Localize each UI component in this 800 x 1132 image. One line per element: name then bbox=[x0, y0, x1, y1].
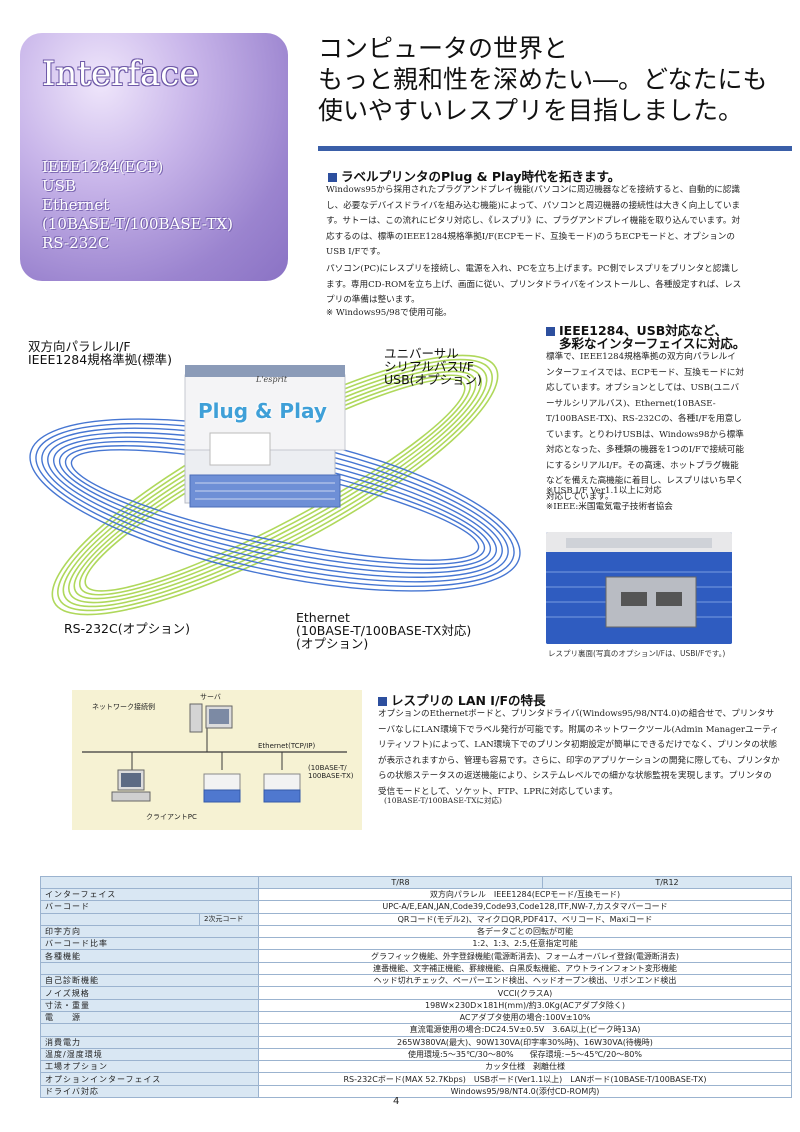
section1-note: ※ Windows95/98で使用可能。 bbox=[326, 308, 452, 318]
table-row: 連番機能、文字補正機能、罫線機能、白黒反転機能、アウトラインフォント変形機能 bbox=[40, 961, 792, 976]
network-diagram bbox=[82, 703, 347, 803]
table-row: インターフェイス双方向パラレル IEEE1284(ECPモード/互換モード) bbox=[40, 887, 792, 902]
ethernet-spec-label: (10BASE-T/100BASE-TX) bbox=[308, 764, 354, 780]
table-row: 各種機能グラフィック機能、外字登録機能(電源断消去)、フォームオーバレイ登録(電… bbox=[40, 949, 792, 963]
model-header: T/R12 bbox=[542, 876, 792, 889]
interface-item: USB bbox=[42, 177, 76, 195]
table-row: 自己診断機能ヘッド切れチェック、ペーパーエンド検出、ヘッドオープン検出、リボンエ… bbox=[40, 974, 792, 988]
label-rs232c: RS-232C(オプション) bbox=[64, 621, 190, 636]
headline-line: もっと親和性を深めたい―。どなたにも bbox=[318, 65, 768, 94]
interface-rings-graphic bbox=[29, 354, 521, 616]
server-label: サーバ bbox=[200, 693, 221, 701]
section2-body: 標準で、IEEE1284規格準拠の双方向パラレルインターフェイスでは、ECPモー… bbox=[546, 352, 744, 502]
printer-rear-photo bbox=[546, 532, 732, 644]
model-header: T/R8 bbox=[258, 876, 543, 889]
printer-graphic bbox=[184, 365, 346, 508]
headline-line: 使いやすいレスプリを目指しました。 bbox=[318, 96, 744, 125]
table-header-row: T/R8 T/R12 bbox=[40, 876, 792, 889]
interface-item: RS-232C bbox=[42, 234, 110, 252]
plug-and-play-label: Plug & Play bbox=[198, 399, 327, 423]
interface-item: IEEE1284(ECP) bbox=[42, 158, 164, 176]
printer-logo: L'esprit bbox=[256, 375, 288, 384]
bullet-square-icon bbox=[546, 327, 555, 336]
section3-body: オプションのEthernetボードと、プリンタドライバ(Windows95/98… bbox=[378, 709, 780, 797]
label-ethernet: Ethernet(10BASE-T/100BASE-TX対応)(オプション) bbox=[296, 610, 472, 651]
interface-panel bbox=[20, 33, 288, 281]
client-label: クライアントPC bbox=[146, 813, 197, 821]
network-example-box: ネットワーク接続例 サーバ Ethernet(TCP/IP) (10BASE-T… bbox=[72, 690, 362, 830]
section1-title: ラベルプリンタのPlug & Play時代を拓きます。 bbox=[328, 166, 620, 185]
bullet-square-icon bbox=[378, 697, 387, 706]
interface-list: IEEE1284(ECP) USB Ethernet (10BASE-T/100… bbox=[42, 158, 282, 253]
page-number: 4 bbox=[393, 1096, 400, 1107]
section3-note: (10BASE-T/100BASE-TXに対応) bbox=[384, 796, 502, 805]
headline: コンピュータの世界と もっと親和性を深めたい―。どなたにも 使いやすいレスプリを… bbox=[318, 33, 788, 126]
section1-paragraph: パソコン(PC)にレスプリを接続し、電源を入れ、PCを立ち上げます。PC側でレス… bbox=[326, 264, 742, 305]
section-rule bbox=[318, 146, 792, 151]
table-row: 直流電源使用の場合:DC24.5V±0.5V 3.6A以上(ピーク時13A) bbox=[40, 1023, 792, 1037]
interface-title: Interface bbox=[42, 54, 200, 94]
interface-item: (10BASE-T/100BASE-TX) bbox=[42, 215, 233, 233]
rear-photo-caption: レスプリ裏面(写真のオプションI/Fは、USBI/Fです。) bbox=[548, 649, 726, 658]
table-row: 工場オプションカッタ仕様 剥離仕様 bbox=[40, 1060, 792, 1074]
plug-and-play-diagram: Plug & Play L'esprit bbox=[10, 335, 530, 635]
ethernet-label: Ethernet(TCP/IP) bbox=[258, 742, 316, 750]
section2-title: IEEE1284、USB対応など、 多彩なインターフェイスに対応。 bbox=[546, 324, 745, 350]
headline-line: コンピュータの世界と bbox=[318, 34, 569, 63]
network-title: ネットワーク接続例 bbox=[92, 703, 155, 711]
section2-notes: ※USB I/F Ver1.1以上に対応※IEEE:米国電気電子技術者協会 bbox=[546, 486, 673, 512]
section1-paragraph: Windows95から採用されたプラグアンドプレイ機能(パソコンに周辺機器などを… bbox=[326, 185, 741, 257]
interface-item: Ethernet bbox=[42, 196, 110, 214]
table-row: 温度/湿度環境使用環境:5〜35℃/30〜80% 保存環境:−5〜45℃/20〜… bbox=[40, 1047, 792, 1062]
section3-title: レスプリの LAN I/Fの特長 bbox=[378, 690, 546, 709]
table-row: 印字方向各データごとの回転が可能 bbox=[40, 924, 792, 939]
spec-table: T/R8 T/R12 インターフェイス双方向パラレル IEEE1284(ECPモ… bbox=[40, 876, 792, 1099]
bullet-square-icon bbox=[328, 173, 337, 182]
